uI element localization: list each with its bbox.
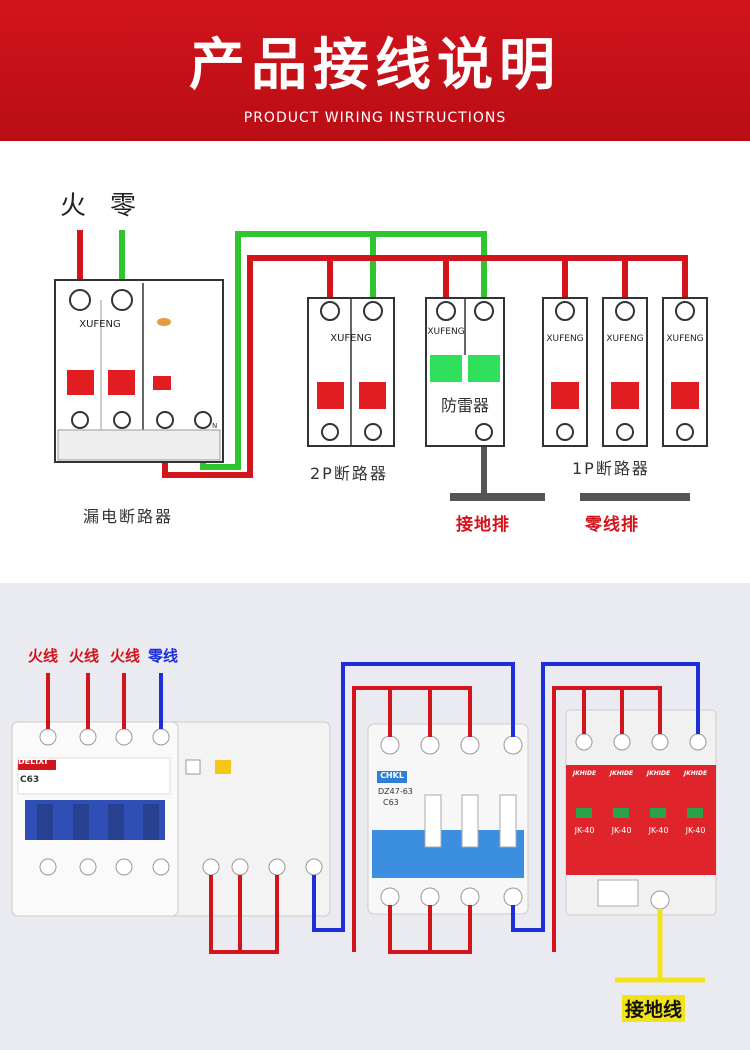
mcb-model: DZ47-63 — [378, 787, 413, 796]
breakers-1p — [542, 297, 708, 447]
breaker-1p-brand-2: XUFENG — [606, 334, 644, 344]
neutral-bar — [580, 493, 690, 501]
rcd-breaker — [54, 279, 224, 463]
breaker-2p-label: 2P断路器 — [310, 464, 388, 483]
live-label-1: 火线 — [28, 647, 59, 665]
breaker-1p-brand-3: XUFENG — [666, 334, 704, 344]
neutral-wire-label: 零线 — [148, 647, 179, 665]
rcd-device — [11, 721, 331, 917]
ground-bar-label: 接地排 — [456, 515, 510, 535]
spd-brand-3: JKHIDE — [646, 770, 671, 777]
spd-brand-4: JKHIDE — [683, 770, 708, 777]
header-banner — [0, 0, 750, 141]
page-title: 产品接线说明 — [189, 33, 561, 98]
breaker-2p — [307, 297, 395, 447]
spd-model-4: JK-40 — [685, 826, 706, 835]
neutral-bar-label: 零线排 — [585, 515, 639, 535]
breaker-1p-brand-1: XUFENG — [546, 334, 584, 344]
spd-model-2: JK-40 — [611, 826, 632, 835]
live-label: 火 — [60, 191, 87, 221]
live-label-3: 火线 — [110, 647, 141, 665]
rcd-n-mark: N — [212, 422, 218, 430]
mcb-device — [367, 723, 529, 915]
page-subtitle: PRODUCT WIRING INSTRUCTIONS — [243, 110, 507, 126]
surge-protector — [425, 297, 505, 447]
ground-wire-label: 接地线 — [622, 995, 686, 1022]
spd-brand-2: JKHIDE — [609, 770, 634, 777]
ground-bar — [450, 493, 545, 501]
rcd-brand-label: XUFENG — [79, 319, 121, 330]
rcd-label: 漏电断路器 — [83, 507, 174, 526]
mcb-rating: C63 — [383, 798, 399, 807]
spd-model-1: JK-40 — [574, 826, 595, 835]
ground-wire-photo — [615, 909, 705, 983]
breaker-2p-brand: XUFENG — [330, 333, 372, 344]
neutral-label: 零 — [110, 191, 137, 221]
spd-device-label: 防雷器 — [440, 396, 489, 415]
spd-brand: XUFENG — [427, 327, 465, 337]
rcd-brand: DELIXI — [18, 757, 48, 766]
live-label-2: 火线 — [69, 647, 100, 665]
mcb-brand: CHKL — [380, 771, 404, 780]
top-wiring-diagram — [54, 230, 708, 501]
spd-device — [565, 709, 717, 916]
spd-brand-1: JKHIDE — [572, 770, 597, 777]
spd-model-3: JK-40 — [648, 826, 669, 835]
live-wires-photo — [46, 673, 662, 954]
rcd-model: C63 — [20, 775, 40, 785]
neutral-wires-photo — [159, 662, 700, 932]
breaker-1p-label: 1P断路器 — [572, 459, 650, 478]
